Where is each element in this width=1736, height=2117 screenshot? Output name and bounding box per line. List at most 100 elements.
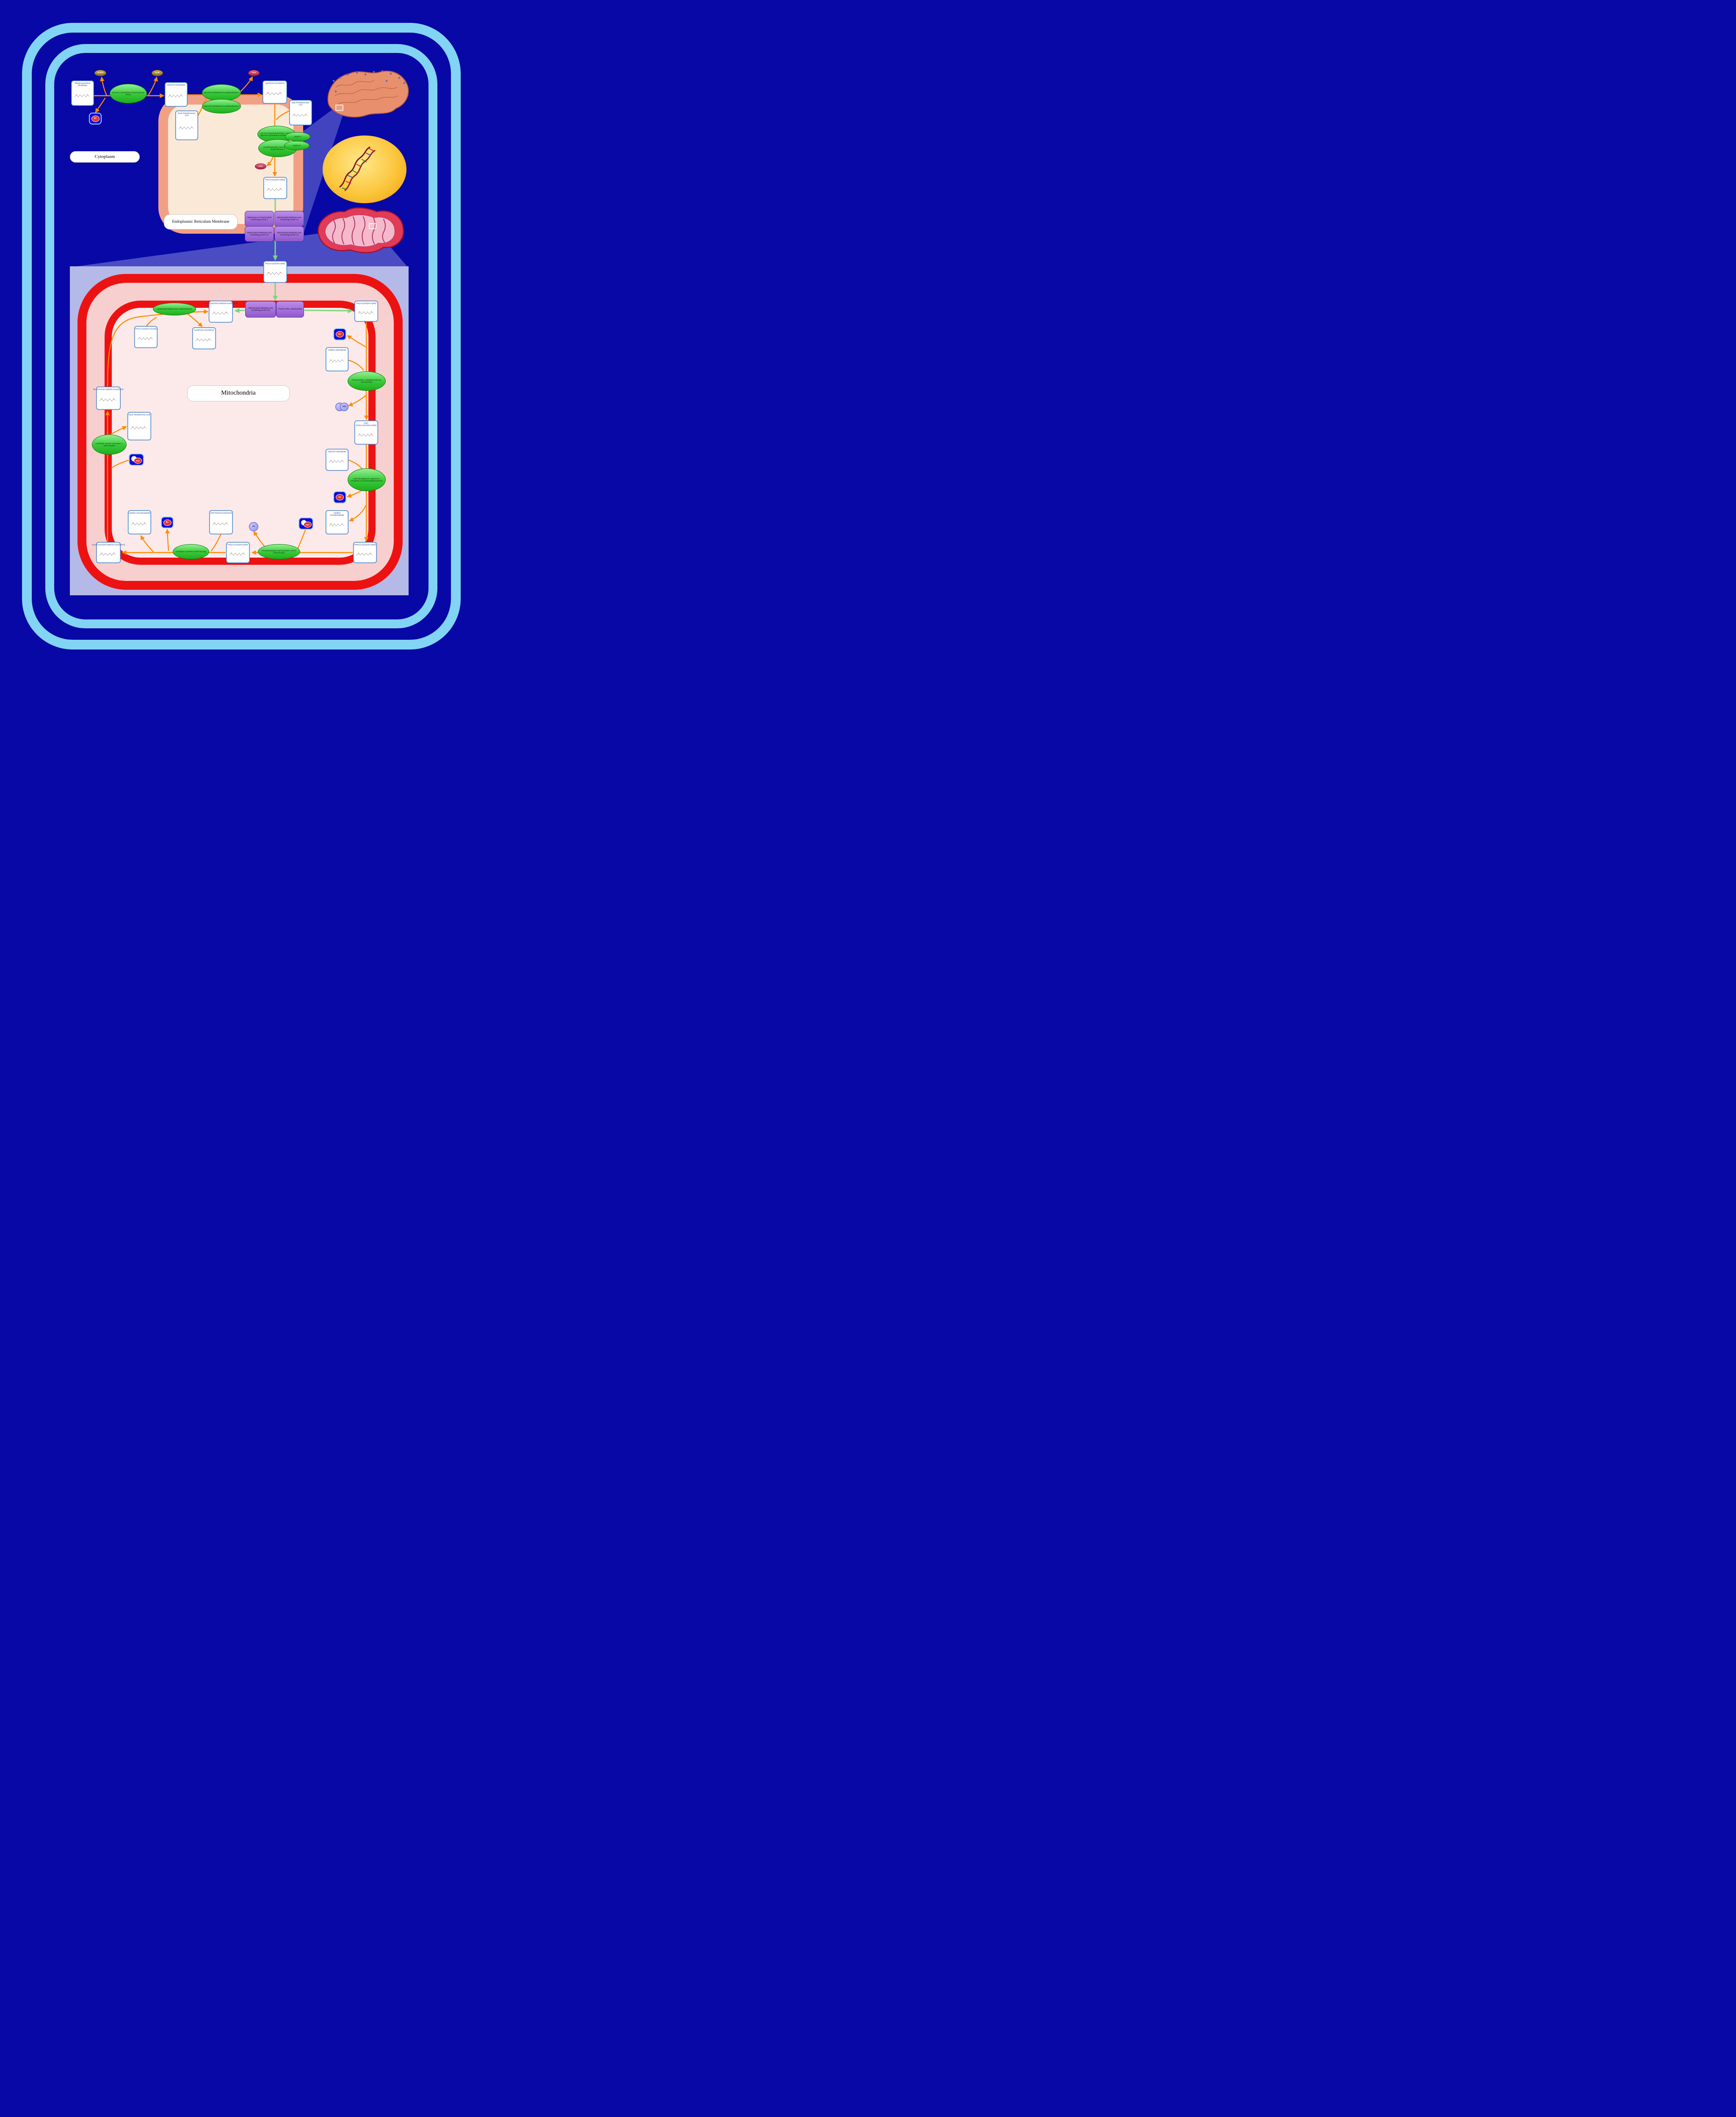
- enzyme-label: Lipase 4: [294, 135, 301, 138]
- cytoplasm-label-text: Cytoplasm: [94, 154, 115, 160]
- complex-mdm35[interactable]: Mitochondrial distribution and morpholog…: [245, 301, 276, 318]
- metabolite-cmp-right[interactable]: Cytidine monophosphate: [326, 510, 348, 534]
- small-molecule-h-plus-crls[interactable]: H+: [161, 517, 174, 528]
- metabolite-label: PA(14:1(11Z)/15:1(9Z)): [265, 178, 285, 181]
- metabolite-pa-er[interactable]: PA(14:1(11Z)/15:1(9Z)): [263, 177, 287, 199]
- chemical-structure-icon: [229, 553, 246, 556]
- mito-zoom-source-box: [369, 223, 376, 229]
- small-molecule-h2o-deacylase[interactable]: H2O: [129, 453, 144, 466]
- metabolite-label: (11Z)-Tetradecenoic acid: [128, 413, 150, 416]
- small-molecule-nad[interactable]: NAD: [152, 70, 163, 76]
- complex-mdm12[interactable]: Mitochondrial distribution and morpholog…: [274, 211, 304, 227]
- chemical-structure-icon: [100, 398, 116, 401]
- metabolite-cmp-left[interactable]: Cytidine monophosphate: [128, 510, 151, 534]
- enzyme-gpd2[interactable]: Glycerol-3-phosphate dehydrogenase GPD2: [110, 84, 147, 103]
- enzyme-lipase-5[interactable]: Lipase 5: [284, 141, 310, 150]
- metabolite-tetradecenoyl-coa[interactable]: (11Z)-Tetradecenoyl-CoA: [175, 111, 198, 140]
- complex-label: Mitochondrial distribution and morpholog…: [277, 231, 301, 236]
- enzyme-label: Glycerol-3-phosphate O-acyltransferase 2: [203, 105, 240, 108]
- metabolite-pa-mito[interactable]: PA(14:1(11Z)/15:1(9Z)): [354, 301, 378, 322]
- metabolite-pc[interactable]: PC(14:1(11Z)/14:1(11Z)): [134, 326, 158, 348]
- metabolite-mlcl[interactable]: MLCL(0:0/15:1(9Z)/15:1(11Z)/16:0): [93, 387, 124, 410]
- metabolite-cl-bottom[interactable]: CL(14:1(11Z)/15:1(9Z)/15:1(11Z)/16:0): [92, 542, 125, 563]
- enzyme-cardiolipin-deacylase-1[interactable]: Cardiolipin-specific deacylase 1, mitoch…: [92, 434, 127, 455]
- mitochondria-label: Mitochondria: [187, 385, 290, 401]
- complex-mdm10[interactable]: Mitochondrial distribution and morpholog…: [274, 226, 304, 242]
- small-molecule-h-plus-er[interactable]: H+: [89, 113, 102, 124]
- small-molecule-coa-2[interactable]: CoA: [255, 163, 266, 169]
- metabolite-label: PG(14:1(11Z)/15:1(9Z)): [228, 543, 248, 546]
- enzyme-gpat1[interactable]: Glycerol-3-phosphate O-acyltransferase 1: [202, 84, 241, 101]
- chemical-structure-icon: [357, 311, 374, 315]
- enzyme-gpat2[interactable]: Glycerol-3-phosphate O-acyltransferase 2: [202, 99, 241, 113]
- metabolite-label: PA(14:1(11Z)/15:1(9Z)): [356, 302, 376, 304]
- metabolite-glycerol-3-phosphate-er[interactable]: Glycerol 3-phosphate: [165, 82, 188, 107]
- small-molecule-ppi[interactable]: PPi: [335, 402, 348, 412]
- enzyme-label: Phosphatidate cytidylyltransferase, mito…: [351, 379, 382, 383]
- metabolite-label: CDP-DG(15:1(11Z)/16:0): [210, 511, 232, 514]
- metabolite-ctp[interactable]: Cytidine triphosphate: [326, 347, 348, 371]
- small-molecule-coa-1[interactable]: CoA: [248, 70, 260, 76]
- complex-mdm34[interactable]: Mitochondrial distribution and morpholog…: [245, 226, 274, 242]
- enzyme-cdp-dag-g3p-phosphatidyltransferase[interactable]: CDP-diacylglycerol--glycerol-3-phosphate…: [348, 468, 386, 491]
- small-molecule-h-plus-ctp[interactable]: H+: [333, 328, 346, 340]
- complex-ups1[interactable]: Protein UPS1, mitochondrial: [276, 301, 304, 318]
- metabolite-lysopa[interactable]: LysoPA(14:1(11Z)/0:0): [263, 80, 287, 104]
- small-molecule-label: PPi: [340, 403, 348, 411]
- metabolite-label: LysoPC(14:1(11Z)/0:0): [194, 329, 214, 331]
- enzyme-gep4[interactable]: Phosphatidylglycerophosphatase GEP4, mit…: [258, 544, 300, 559]
- enzyme-phosphatidate-cytidylyltransferase[interactable]: Phosphatidate cytidylyltransferase, mito…: [348, 371, 386, 391]
- small-molecule-label: H2O: [134, 458, 142, 464]
- metabolite-label: MLCL(0:0/15:1(9Z)/15:1(11Z)/16:0): [93, 388, 124, 390]
- metabolite-cl-top[interactable]: CL(14:1(11Z)/15:1(9Z)/15:1(11Z)/16:0): [204, 301, 238, 323]
- metabolite-dihydroxyacetone-phosphate[interactable]: Dihydroxyacetone phosphate: [71, 80, 94, 106]
- enzyme-label: Cardiolipin-specific deacylase 1, mitoch…: [95, 442, 123, 447]
- metabolite-glycerol-3-phosphate-mito[interactable]: Glycerol 3-phosphate: [326, 449, 348, 471]
- chemical-structure-icon: [356, 553, 373, 556]
- chemical-structure-icon: [178, 127, 194, 130]
- metabolite-pg[interactable]: PG(14:1(11Z)/15:1(9Z)): [226, 542, 250, 563]
- enzyme-lipase-4[interactable]: Lipase 4: [285, 132, 310, 141]
- metabolite-pentadecenoyl-coa[interactable]: (9Z)-Pentadecenoyl-CoA: [289, 100, 312, 125]
- metabolite-pa-cytosol[interactable]: PA(14:1(11Z)/15:1(9Z)): [263, 261, 287, 283]
- metabolite-tetradecenoic-acid[interactable]: (11Z)-Tetradecenoic acid: [127, 412, 151, 440]
- nucleus-picture: [323, 135, 406, 203]
- small-molecule-h-plus-pgs[interactable]: H+: [333, 491, 346, 503]
- metabolite-lysopc[interactable]: LysoPC(14:1(11Z)/0:0): [192, 327, 216, 349]
- chemical-structure-icon: [212, 522, 229, 525]
- enzyme-label: Acyl-CoA:lysophosphatidate 1-acyl-sn-gly…: [260, 132, 293, 136]
- metabolite-label: PC(14:1(11Z)/14:1(11Z)): [135, 327, 157, 330]
- small-molecule-h2o-gep4[interactable]: H2O: [299, 517, 313, 530]
- er-organelle-picture: [327, 70, 409, 118]
- enzyme-lpcat[interactable]: Lysophosphatidylcholine acyltransferase: [153, 303, 196, 315]
- chemical-structure-icon: [100, 553, 116, 556]
- enzyme-label: Lysophosphatidylcholine acyltransferase: [157, 308, 192, 310]
- enzyme-cardiolipin-synthase[interactable]: Cardiolipin synthase (CMP-forming): [173, 544, 209, 559]
- metabolite-cdp-dg-right[interactable]: CDP-DG(14:1(11Z)/15:1(9Z)): [354, 420, 378, 445]
- metabolite-label: CL(14:1(11Z)/15:1(9Z)/15:1(11Z)/16:0): [204, 302, 238, 304]
- cristae-icon: [332, 216, 386, 245]
- enzyme-label: Lipase 5: [293, 144, 301, 147]
- complex-label: Mitochondrial distribution and morpholog…: [248, 307, 273, 311]
- chemical-structure-icon: [329, 523, 344, 527]
- enzyme-label: CDP-diacylglycerol--glycerol-3-phosphate…: [351, 477, 383, 482]
- chemical-structure-icon: [137, 337, 153, 340]
- small-molecule-label: CoA: [258, 165, 263, 168]
- metabolite-label: (9Z)-Pentadecenoyl-CoA: [292, 101, 310, 106]
- metabolite-label: PGP(14:1(11Z)/15:1(9Z)): [354, 543, 376, 546]
- cytoplasm-label: Cytoplasm: [70, 151, 140, 163]
- small-molecule-label: CoA: [252, 72, 256, 74]
- proton-icon: H+: [336, 494, 344, 500]
- chemical-structure-icon: [292, 114, 308, 117]
- enzyme-label: Cardiolipin synthase (CMP-forming): [175, 550, 207, 553]
- metabolite-label: Dihydroxyacetone phosphate: [75, 82, 91, 86]
- metabolite-pgp[interactable]: PGP(14:1(11Z)/15:1(9Z)): [353, 542, 377, 563]
- mitochondria-label-text: Mitochondria: [221, 390, 256, 397]
- cell-inner-membrane: [45, 44, 437, 628]
- small-molecule-nadh[interactable]: NADH: [94, 70, 106, 76]
- metabolite-cdp-dg-left[interactable]: CDP-DG(15:1(11Z)/16:0): [209, 510, 233, 534]
- small-molecule-pi[interactable]: Pi: [249, 522, 258, 531]
- complex-mmm1[interactable]: Maintenance of mitochondrial morphology …: [245, 211, 274, 227]
- small-molecule-label: H2O: [304, 522, 312, 528]
- chemical-structure-icon: [357, 434, 374, 437]
